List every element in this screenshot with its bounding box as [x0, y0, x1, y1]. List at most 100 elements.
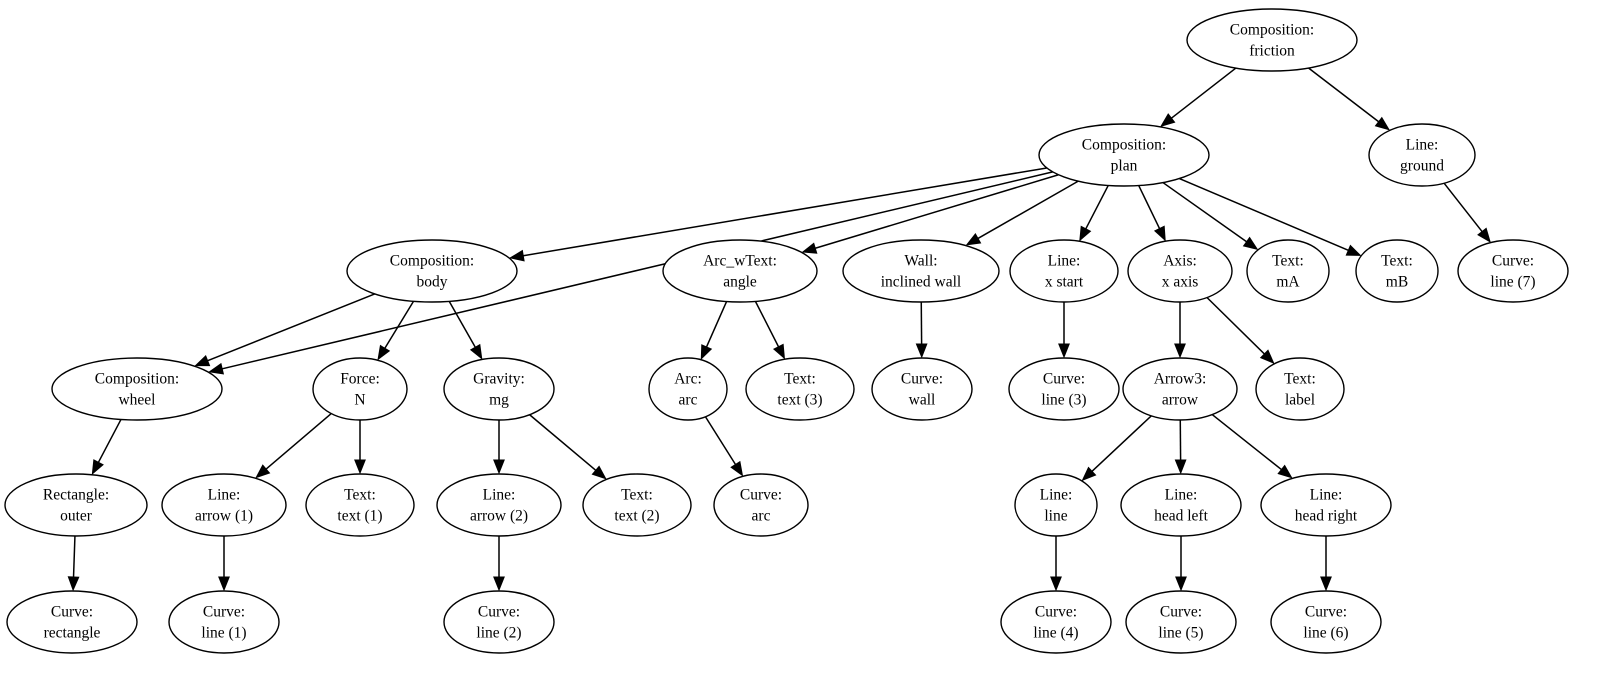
node-line1[interactable]: Curve:line (1)	[168, 590, 280, 654]
node-ellipse-forceN[interactable]	[312, 357, 408, 421]
edge-plan-to-xaxis	[1138, 185, 1166, 242]
node-plan[interactable]: Composition:plan	[1038, 123, 1210, 187]
node-ellipse-text3[interactable]	[745, 357, 855, 421]
node-ellipse-plan[interactable]	[1038, 123, 1210, 187]
edge-arrow3-to-headright	[1211, 413, 1293, 479]
arrowhead-icon	[591, 465, 607, 480]
node-line3[interactable]: Curve:line (3)	[1008, 357, 1120, 421]
node-ellipse-line2[interactable]	[443, 590, 555, 654]
node-ellipse-arrow1[interactable]	[161, 473, 287, 537]
node-ellipse-label[interactable]	[1255, 357, 1345, 421]
node-ellipse-angle[interactable]	[662, 239, 818, 303]
node-xaxis[interactable]: Axis:x axis	[1127, 239, 1233, 303]
node-line5[interactable]: Curve:line (5)	[1125, 590, 1237, 654]
node-label-name-plan: plan	[1111, 158, 1138, 175]
node-ellipse-lineline[interactable]	[1014, 473, 1098, 537]
node-wheel[interactable]: Composition:wheel	[51, 357, 223, 421]
node-text2[interactable]: Text:text (2)	[582, 473, 692, 537]
node-rectouter[interactable]: Rectangle:outer	[4, 473, 148, 537]
node-label-type-line5: Curve:	[1160, 604, 1202, 621]
node-ellipse-text2[interactable]	[582, 473, 692, 537]
node-ellipse-line4[interactable]	[1000, 590, 1112, 654]
node-line6[interactable]: Curve:line (6)	[1270, 590, 1382, 654]
node-ellipse-wheel[interactable]	[51, 357, 223, 421]
node-line7[interactable]: Curve:line (7)	[1457, 239, 1569, 303]
arrowhead-icon	[493, 576, 505, 592]
node-arrow2[interactable]: Line:arrow (2)	[436, 473, 562, 537]
edge-wall-to-curvewall	[915, 301, 928, 359]
node-label-name-line7: line (7)	[1490, 274, 1535, 291]
node-ellipse-ground[interactable]	[1368, 123, 1476, 187]
node-ellipse-xstart[interactable]	[1009, 239, 1119, 303]
node-headright[interactable]: Line:head right	[1260, 473, 1392, 537]
node-arrow3[interactable]: Arrow3:arrow	[1122, 357, 1238, 421]
node-ellipse-arrow3[interactable]	[1122, 357, 1238, 421]
node-ellipse-arrow2[interactable]	[436, 473, 562, 537]
arrowhead-icon	[1174, 459, 1187, 475]
node-ellipse-line3[interactable]	[1008, 357, 1120, 421]
node-ellipse-mA[interactable]	[1246, 239, 1330, 303]
node-ellipse-arc[interactable]	[648, 357, 728, 421]
node-ellipse-friction[interactable]	[1186, 8, 1358, 72]
node-ellipse-mB[interactable]	[1355, 239, 1439, 303]
node-label-type-ground: Line:	[1406, 137, 1439, 154]
node-label-type-curvearc: Curve:	[740, 487, 782, 504]
node-ellipse-text1[interactable]	[305, 473, 415, 537]
arrowhead-icon	[1175, 576, 1187, 592]
node-body[interactable]: Composition:body	[346, 239, 518, 303]
node-forceN[interactable]: Force:N	[312, 357, 408, 421]
edge-arrow2-to-line2	[493, 536, 505, 592]
node-ellipse-curvewall[interactable]	[871, 357, 973, 421]
node-label-type-angle: Arc_wText:	[703, 253, 777, 270]
node-arrow1[interactable]: Line:arrow (1)	[161, 473, 287, 537]
edge-forceN-to-arrow1	[255, 412, 332, 479]
node-mA[interactable]: Text:mA	[1246, 239, 1330, 303]
arrowhead-icon	[1320, 576, 1332, 592]
node-ellipse-line7[interactable]	[1457, 239, 1569, 303]
arrowhead-icon	[1345, 244, 1362, 256]
node-label-name-angle: angle	[723, 274, 757, 291]
node-ellipse-gravity[interactable]	[443, 357, 555, 421]
node-ellipse-headleft[interactable]	[1120, 473, 1242, 537]
node-wall[interactable]: Wall:inclined wall	[842, 239, 1000, 303]
arrowhead-icon	[915, 343, 928, 359]
node-text1[interactable]: Text:text (1)	[305, 473, 415, 537]
node-ellipse-curvearc[interactable]	[713, 473, 809, 537]
node-ellipse-line1[interactable]	[168, 590, 280, 654]
node-mB[interactable]: Text:mB	[1355, 239, 1439, 303]
arrowhead-icon	[730, 460, 744, 477]
node-ellipse-curverect[interactable]	[6, 590, 138, 654]
node-label-name-arrow3: arrow	[1162, 392, 1199, 409]
node-gravity[interactable]: Gravity:mg	[443, 357, 555, 421]
node-line2[interactable]: Curve:line (2)	[443, 590, 555, 654]
node-headleft[interactable]: Line:head left	[1120, 473, 1242, 537]
node-curvearc[interactable]: Curve:arc	[713, 473, 809, 537]
node-label-type-line1: Curve:	[203, 604, 245, 621]
node-ellipse-xaxis[interactable]	[1127, 239, 1233, 303]
arrowhead-icon	[255, 464, 271, 479]
node-ellipse-headright[interactable]	[1260, 473, 1392, 537]
node-ellipse-rectouter[interactable]	[4, 473, 148, 537]
node-label-type-arrow1: Line:	[208, 487, 241, 504]
node-ellipse-line5[interactable]	[1125, 590, 1237, 654]
node-text3[interactable]: Text:text (3)	[745, 357, 855, 421]
node-label[interactable]: Text:label	[1255, 357, 1345, 421]
node-ellipse-line6[interactable]	[1270, 590, 1382, 654]
node-angle[interactable]: Arc_wText:angle	[662, 239, 818, 303]
node-ground[interactable]: Line:ground	[1368, 123, 1476, 187]
node-arc[interactable]: Arc:arc	[648, 357, 728, 421]
node-curverect[interactable]: Curve:rectangle	[6, 590, 138, 654]
node-label-name-label: label	[1285, 392, 1315, 409]
node-label-name-wheel: wheel	[118, 392, 155, 409]
node-label-type-line3: Curve:	[1043, 371, 1085, 388]
node-ellipse-body[interactable]	[346, 239, 518, 303]
node-curvewall[interactable]: Curve:wall	[871, 357, 973, 421]
node-ellipse-wall[interactable]	[842, 239, 1000, 303]
node-lineline[interactable]: Line:line	[1014, 473, 1098, 537]
edge-angle-to-arc	[700, 301, 728, 361]
node-friction[interactable]: Composition:friction	[1186, 8, 1358, 72]
node-xstart[interactable]: Line:x start	[1009, 239, 1119, 303]
node-line4[interactable]: Curve:line (4)	[1000, 590, 1112, 654]
node-label-type-rectouter: Rectangle:	[43, 487, 109, 504]
